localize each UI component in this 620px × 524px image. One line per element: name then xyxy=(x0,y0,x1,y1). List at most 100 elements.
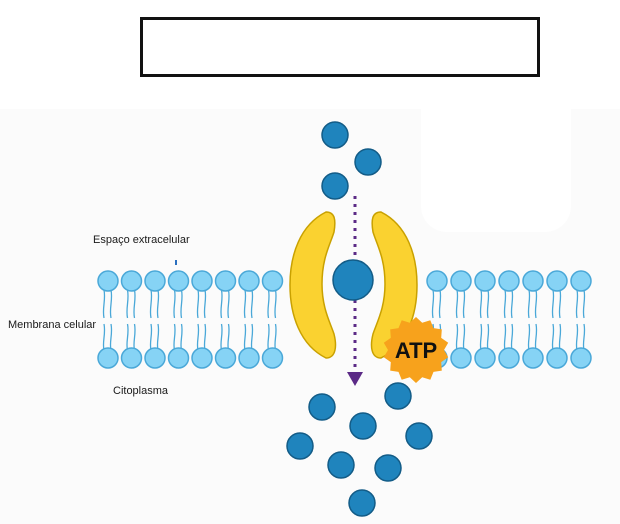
lipid-tail xyxy=(534,289,538,319)
lipid-tail xyxy=(558,289,562,319)
lipid-tail xyxy=(575,323,579,351)
lipid-head-bottom xyxy=(570,347,592,369)
lipid-tail xyxy=(220,289,223,319)
lipid-head-top xyxy=(167,270,190,292)
molecule-inside xyxy=(374,454,402,482)
lipid-head-bottom xyxy=(238,347,260,369)
lipid-head-bottom xyxy=(474,347,496,369)
lipid-tail xyxy=(274,289,277,319)
atp-label: ATP xyxy=(395,338,437,363)
lipid-head-top xyxy=(450,270,472,292)
lipid-head-top xyxy=(97,270,119,292)
lipid-head-top xyxy=(120,270,143,292)
molecule-outside xyxy=(321,121,349,149)
lipid-tail xyxy=(203,289,207,319)
lipid-head-bottom xyxy=(214,347,237,369)
background-cutout xyxy=(421,100,571,232)
molecule-inside xyxy=(308,393,336,421)
phospholipid xyxy=(167,270,190,369)
lipid-head-bottom xyxy=(144,347,166,369)
membrane-left xyxy=(97,270,284,369)
phospholipid xyxy=(570,270,592,369)
molecule-outside xyxy=(354,148,382,176)
lipid-head-bottom xyxy=(120,347,143,369)
atp-burst-icon xyxy=(383,317,449,383)
phospholipid xyxy=(191,270,213,369)
lipid-head-bottom xyxy=(261,347,284,369)
lipid-head-top xyxy=(238,270,260,292)
phospholipid xyxy=(144,270,166,369)
lipid-tail xyxy=(109,289,113,319)
lipid-head-top xyxy=(191,270,213,292)
lipid-head-top xyxy=(498,270,520,292)
phospholipid xyxy=(498,270,520,369)
molecule-inside xyxy=(349,412,377,440)
lipid-tail xyxy=(479,323,483,351)
lipid-head-top xyxy=(546,270,568,292)
lipid-head-top xyxy=(214,270,237,292)
lipid-head-bottom xyxy=(450,347,472,369)
molecule-outside xyxy=(321,172,349,200)
membrane-right xyxy=(426,270,592,369)
lipid-tail xyxy=(486,289,490,319)
lipid-tail xyxy=(102,323,106,351)
phospholipid xyxy=(522,270,544,369)
lipid-tail xyxy=(196,323,200,351)
lipid-tail xyxy=(503,323,507,351)
arrow-head xyxy=(347,372,363,386)
lipid-tail xyxy=(220,323,223,351)
lipid-head-top xyxy=(522,270,544,292)
phospholipid xyxy=(120,270,143,369)
title-box xyxy=(140,17,540,77)
lipid-tail xyxy=(173,323,176,351)
molecule-inside xyxy=(405,422,433,450)
lipid-tail xyxy=(267,289,270,319)
lipid-tail xyxy=(149,323,153,351)
protein-left-half xyxy=(289,211,337,359)
molecule-in-channel xyxy=(332,259,374,301)
lipid-head-top xyxy=(570,270,592,292)
lipid-tail xyxy=(431,289,435,319)
phospholipid xyxy=(261,270,284,369)
lipid-head-bottom xyxy=(498,347,520,369)
cursor-mark xyxy=(175,260,177,265)
lipid-tail xyxy=(267,323,270,351)
lipid-head-bottom xyxy=(191,347,213,369)
lipid-tail xyxy=(510,289,514,319)
lipid-tail xyxy=(527,323,531,351)
lipid-tail xyxy=(455,323,459,351)
phospholipid xyxy=(97,270,119,369)
lipid-head-bottom xyxy=(97,347,119,369)
lipid-tail xyxy=(462,289,466,319)
lipid-tail xyxy=(438,289,442,319)
phospholipid xyxy=(238,270,260,369)
molecule-inside xyxy=(384,382,412,410)
atp-badge: ATP xyxy=(383,317,449,383)
lipid-head-top xyxy=(261,270,284,292)
lipid-tail xyxy=(173,289,176,319)
lipid-tail xyxy=(126,289,129,319)
lipid-tail xyxy=(149,289,153,319)
lipid-tail xyxy=(102,289,106,319)
lipid-head-bottom xyxy=(522,347,544,369)
phospholipid xyxy=(214,270,237,369)
phospholipid xyxy=(450,270,472,369)
lipid-head-top xyxy=(426,270,448,292)
lipid-tail xyxy=(250,289,254,319)
lipid-tail xyxy=(243,323,247,351)
lipid-tail xyxy=(196,289,200,319)
lipid-tail xyxy=(180,289,183,319)
membrane-label: Membrana celular xyxy=(8,319,97,331)
lipid-tail xyxy=(455,289,459,319)
molecule-inside xyxy=(286,432,314,460)
cytoplasm-label: Citoplasma xyxy=(113,385,169,397)
lipid-head-bottom xyxy=(546,347,568,369)
lipid-tail xyxy=(126,323,129,351)
lipid-tail xyxy=(243,289,247,319)
lipid-tail xyxy=(479,289,483,319)
lipid-tail xyxy=(582,289,586,319)
phospholipid xyxy=(546,270,568,369)
molecules xyxy=(286,121,433,517)
lipid-head-top xyxy=(474,270,496,292)
